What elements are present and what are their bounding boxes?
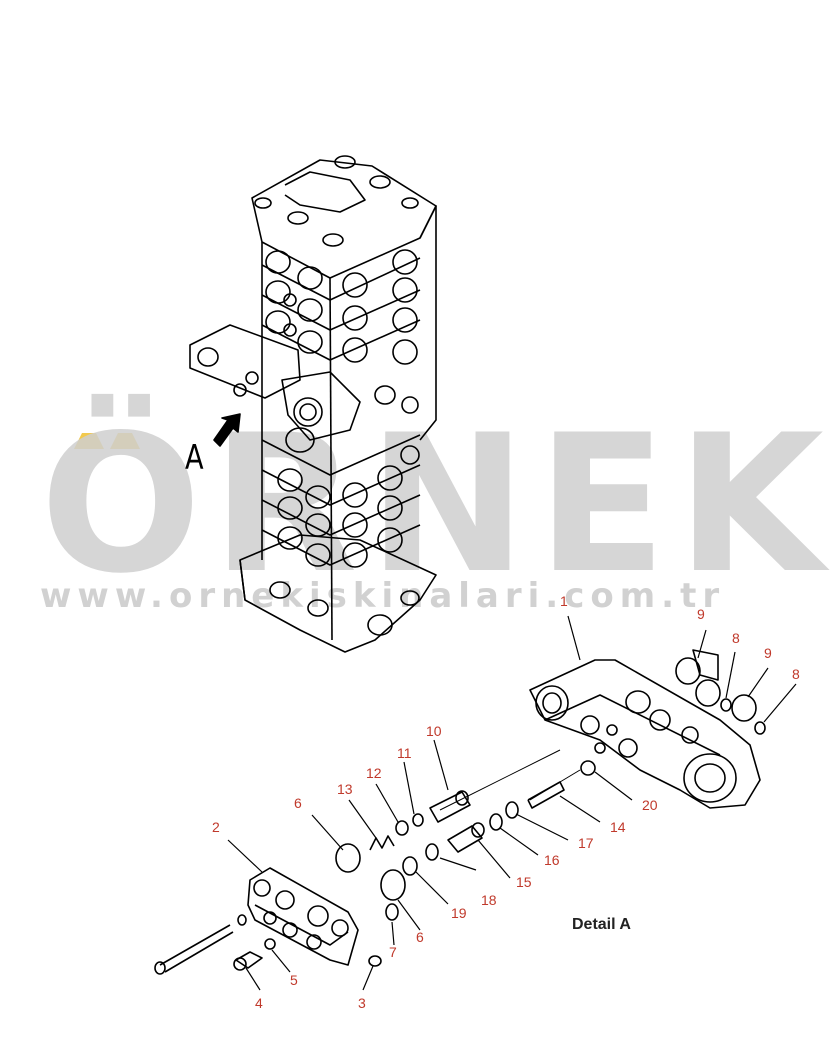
callout-8-left: 8 [732,630,740,646]
callout-14: 14 [610,819,626,835]
part-2-cover [247,867,359,966]
callout-1: 1 [560,593,568,609]
callout-16: 16 [544,852,560,868]
callout-19: 19 [451,905,467,921]
view-a-label: A [185,438,204,478]
watermark-dot-right [110,433,140,449]
callout-3: 3 [358,995,366,1011]
view-a-arrow [213,413,241,447]
part-1-body [529,659,761,809]
callout-6-upper: 6 [294,795,302,811]
callout-2: 2 [212,819,220,835]
callout-5: 5 [290,972,298,988]
callout-13: 13 [337,781,353,797]
callout-10: 10 [426,723,442,739]
callout-9-left: 9 [697,606,705,622]
callout-11: 11 [397,745,412,761]
small-parts [154,649,766,975]
callout-18: 18 [481,892,497,908]
callout-6-lower: 6 [416,929,424,945]
mounted-block [189,324,361,453]
callout-17: 17 [578,835,594,851]
callout-7: 7 [389,944,397,960]
callout-4: 4 [255,995,263,1011]
leader-lines [227,615,797,991]
watermark-word: ÖRNEK [40,394,834,615]
watermark-url: www.ornekiskinalari.com.tr [40,576,726,616]
callout-12: 12 [366,765,382,781]
callout-9-right: 9 [764,645,772,661]
control-valve-stack [239,155,437,653]
callout-20: 20 [642,797,658,813]
watermark-dot-left [74,433,104,449]
callout-8-right: 8 [792,666,800,682]
callout-15: 15 [516,874,532,890]
detail-a-label: Detail A [572,916,631,933]
